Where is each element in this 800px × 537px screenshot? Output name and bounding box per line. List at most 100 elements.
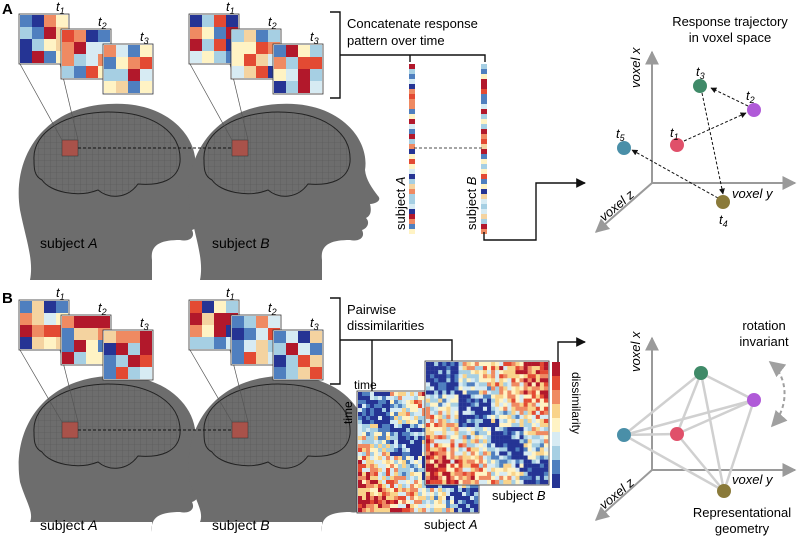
rdm-cell [503, 378, 508, 383]
rdm-cell [507, 475, 512, 481]
rdm-cell [362, 404, 367, 409]
rdm-cell [406, 440, 411, 445]
rdm-cell [378, 488, 383, 493]
rdm-cell [507, 382, 512, 387]
rdm-cell [414, 480, 419, 485]
rdm-cell [482, 467, 488, 472]
rdm-cell [362, 448, 367, 453]
rdm-cell [442, 374, 447, 379]
rdm-cell [523, 479, 528, 485]
rdm-cell [474, 447, 480, 452]
rdm-cell [523, 386, 528, 391]
rdm-cell [370, 456, 375, 461]
rdm-cell [539, 435, 545, 440]
rdm-cell [495, 447, 500, 452]
rdm-cell [450, 496, 455, 501]
rdm-cell [446, 488, 451, 493]
rdm-cell [491, 447, 496, 452]
rdm-cell [370, 504, 375, 509]
rdm-cell [378, 472, 383, 477]
rdm-cell [450, 508, 455, 513]
rdm-cell [495, 402, 500, 407]
rdm-cell [458, 492, 463, 497]
rdm-cell [438, 431, 443, 436]
rdm-cell [378, 480, 383, 485]
rdm-cell [474, 366, 480, 371]
rdm-cell [418, 476, 423, 481]
time-label: t4 [719, 212, 728, 229]
matrix-cell [202, 301, 214, 313]
rdm-cell [499, 362, 504, 367]
rdm-cell [402, 408, 407, 413]
rdm-cell [466, 467, 471, 472]
rdm-cell [378, 448, 383, 453]
rdm-cell [539, 447, 545, 452]
matrix-cell [32, 15, 44, 27]
rdm-cell [414, 468, 419, 473]
time-label: t1 [670, 125, 679, 142]
vector-cell [481, 159, 487, 164]
rdm-cell [511, 366, 516, 371]
rdm-cell [398, 488, 403, 493]
rdm-cell [366, 464, 371, 469]
rdm-cell [390, 500, 395, 505]
rdm-cell [511, 439, 516, 444]
rdm-cell [487, 451, 492, 456]
matrix-cell [86, 66, 98, 78]
rdm-cell [390, 452, 395, 457]
colorbar-segment [552, 390, 560, 404]
brain-roi [231, 421, 249, 439]
matrix-cell [274, 69, 286, 81]
rdm-cell [535, 406, 541, 411]
rdm-cell [430, 471, 435, 477]
vector-cell [409, 79, 415, 84]
rdm-cell [482, 406, 488, 411]
rdm-cell [543, 467, 549, 472]
matrix-cell [20, 301, 32, 313]
matrix-cell [286, 45, 298, 57]
matrix-cell [20, 27, 32, 39]
vector-cell [481, 119, 487, 124]
rdm-cell [507, 378, 512, 383]
rdm-cell [358, 424, 363, 429]
rdm-cell [402, 432, 407, 437]
rdm-cell [370, 476, 375, 481]
rdm-cell [515, 459, 520, 464]
rdm-cell [390, 492, 395, 497]
vector-cell [409, 99, 415, 104]
rdm-cell [374, 464, 379, 469]
rdm-cell [362, 420, 367, 425]
rdm-cell [527, 390, 532, 395]
matrix-cell [62, 30, 74, 42]
rdm-cell [511, 443, 516, 448]
rdm-cell [446, 370, 451, 375]
rdm-cell [511, 451, 516, 456]
vector-cell [481, 89, 487, 94]
rdm-cell [519, 386, 524, 391]
rdm-cell [430, 496, 435, 501]
rdm-cell [358, 456, 363, 461]
matrix-cell [244, 66, 256, 78]
rdm-cell [422, 424, 427, 429]
rdm-cell [450, 451, 455, 456]
rdm-cell [458, 439, 463, 444]
rdm-cell [474, 488, 479, 493]
rdm-cell [382, 460, 387, 465]
rdm-cell [406, 420, 411, 425]
rdm-cell [410, 456, 415, 461]
geometry-text-2: geometry [715, 521, 770, 536]
rdm-cell [394, 424, 399, 429]
brain-roi [61, 421, 79, 439]
matrix-cell [98, 316, 110, 328]
rdm-cell [446, 475, 451, 481]
rdm-cell [515, 479, 520, 485]
rdm-cell [446, 500, 451, 505]
rdm-cell [422, 492, 427, 497]
rdm-cell [511, 374, 516, 379]
rdm-cell [482, 435, 488, 440]
rdm-cell [414, 416, 419, 421]
matrix-cell [74, 66, 86, 78]
rdm-cell [362, 412, 367, 417]
rdm-cell [495, 467, 500, 472]
rdm-cell [366, 460, 371, 465]
